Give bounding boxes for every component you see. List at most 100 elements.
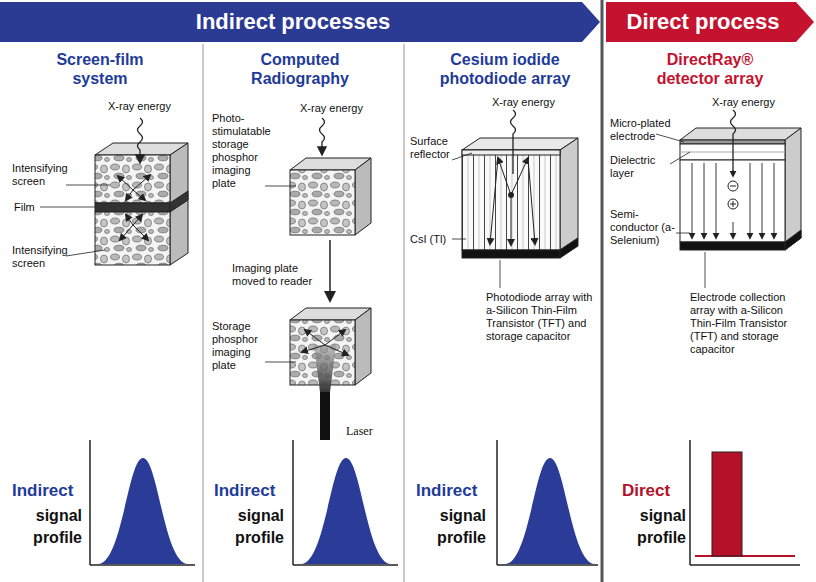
field-line — [750, 163, 751, 238]
source-label: X-ray energy — [712, 96, 792, 109]
field-line — [704, 163, 705, 238]
leader-line — [265, 362, 296, 363]
path-shape — [505, 458, 595, 564]
part-label: Storage phosphor imaging plate — [212, 320, 264, 372]
polygon-shape — [785, 230, 801, 250]
field-line — [762, 163, 763, 238]
polygon-shape — [785, 128, 801, 250]
polygon-shape — [355, 158, 371, 235]
signal-type: Direct — [622, 481, 686, 501]
path-shape — [301, 458, 391, 564]
column-heading: Screen-film system — [40, 50, 160, 88]
line-shape — [325, 330, 345, 345]
rect-shape — [95, 155, 170, 203]
band-title: Direct process — [617, 9, 804, 35]
x-ray — [320, 118, 325, 154]
rect-shape — [95, 203, 170, 212]
line-shape — [126, 190, 133, 200]
line-shape — [689, 440, 691, 565]
part-label: Surface reflector — [410, 135, 458, 161]
field-line — [716, 163, 717, 238]
light-rays — [118, 175, 150, 240]
line-shape — [126, 215, 133, 225]
line-shape — [497, 564, 598, 566]
line-shape — [733, 201, 734, 207]
line-shape — [305, 330, 325, 345]
line-shape — [690, 564, 800, 566]
line-shape — [133, 225, 148, 240]
polygon-shape — [560, 138, 578, 250]
signal-caption: signal profile — [422, 505, 486, 548]
line-shape — [40, 207, 95, 208]
line-shape — [302, 345, 325, 352]
polygon-shape — [170, 191, 188, 212]
rect-shape — [290, 170, 355, 235]
line-shape — [293, 564, 398, 566]
line-shape — [452, 153, 472, 160]
line-shape — [292, 440, 294, 565]
csi-block — [462, 138, 578, 258]
line-shape — [730, 186, 736, 187]
line-shape — [90, 564, 195, 566]
path-shape — [98, 458, 188, 564]
column-heading: Cesium iodide photodiode array — [430, 50, 580, 88]
line-shape — [528, 158, 535, 244]
signal-caption: signal profile — [220, 505, 284, 548]
column-heading: DirectRay® detector array — [635, 50, 785, 88]
x-ray — [138, 118, 143, 162]
line-shape — [500, 260, 501, 288]
column-heading: Computed Radiography — [240, 50, 360, 88]
line-shape — [325, 345, 348, 355]
part-label: Photo-stimulatable storage phosphor imag… — [212, 112, 268, 190]
part-label: Dielectric layer — [610, 154, 672, 180]
separator — [202, 44, 204, 582]
signal-type: Indirect — [12, 481, 92, 501]
part-label: Semi-conductor (a-Selenium) — [610, 208, 678, 247]
rect-shape — [95, 212, 170, 265]
source-label: X-ray energy — [108, 100, 188, 113]
direct-band: Direct process — [606, 2, 814, 42]
field-line — [774, 163, 775, 238]
circle-shape — [728, 181, 738, 191]
interaction-point — [508, 192, 514, 198]
band-fill — [0, 2, 600, 42]
line-shape — [133, 190, 145, 200]
line-shape — [511, 195, 512, 245]
line-shape — [705, 252, 706, 288]
line-shape — [118, 176, 133, 190]
polygon-shape — [170, 143, 188, 265]
direct-curve — [695, 555, 795, 557]
line-shape — [656, 134, 684, 142]
part-label: Intensifying screen — [12, 244, 67, 270]
polygon-shape — [680, 128, 801, 140]
emitted-light — [302, 330, 348, 355]
field-line — [692, 163, 693, 238]
line-shape — [133, 175, 150, 190]
signal-caption: signal profile — [18, 505, 82, 548]
field-lines — [692, 163, 774, 238]
selenium-block — [680, 128, 801, 250]
line-shape — [498, 158, 511, 195]
leader-line — [656, 134, 705, 288]
axes — [90, 440, 800, 565]
signal-type: Indirect — [214, 481, 294, 501]
laser-device — [320, 392, 330, 440]
part-label: Laser — [346, 424, 396, 438]
line-shape — [490, 158, 498, 244]
line-shape — [66, 250, 105, 256]
indirect-band: Indirect processes — [0, 2, 600, 42]
source-label: X-ray energy — [492, 96, 572, 109]
polygon-shape — [355, 308, 371, 385]
rect-shape — [462, 250, 560, 258]
direct-curve — [712, 452, 742, 556]
x-ray — [511, 110, 516, 174]
line-shape — [496, 440, 498, 565]
leader-line — [452, 153, 500, 288]
part-label: Film — [14, 201, 44, 214]
part-label: Photodiode array with a-Silicon Thin-Fil… — [486, 291, 600, 343]
field-line — [733, 222, 734, 238]
laser-beam — [314, 345, 336, 392]
rect-shape — [680, 242, 785, 250]
line-shape — [89, 440, 91, 565]
signal-type: Indirect — [416, 481, 496, 501]
